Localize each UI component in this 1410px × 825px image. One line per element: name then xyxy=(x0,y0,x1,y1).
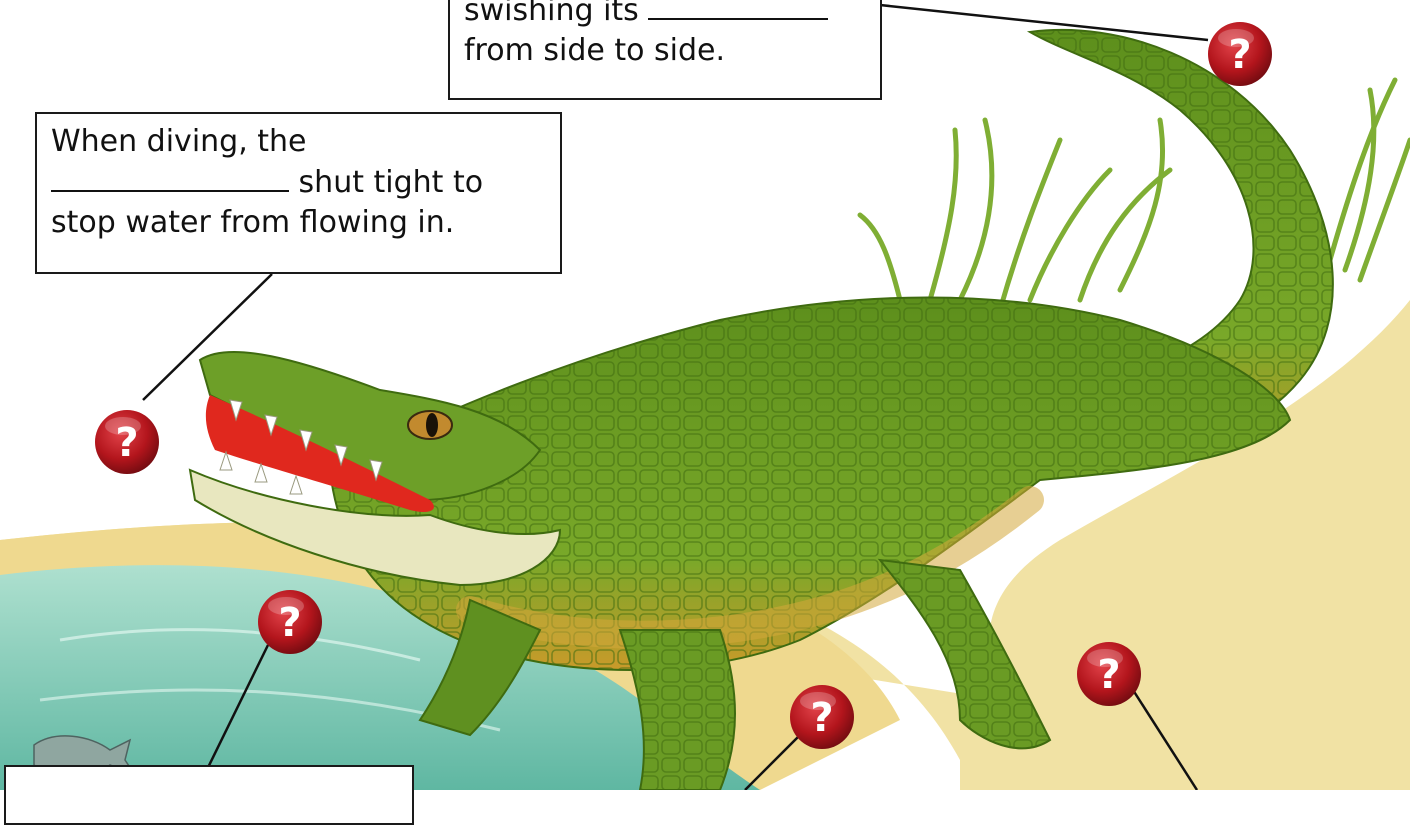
question-marker-tail[interactable]: ? xyxy=(1206,20,1274,88)
nostrils-label-text-3: stop water from flowing in. xyxy=(51,203,546,243)
question-glyph: ? xyxy=(1097,652,1120,698)
nostrils-answer-blank[interactable] xyxy=(51,162,289,192)
tail-answer-blank[interactable] xyxy=(648,0,828,20)
question-marker-nostrils[interactable]: ? xyxy=(93,408,161,476)
question-marker-water[interactable]: ? xyxy=(256,588,324,656)
question-glyph: ? xyxy=(810,695,833,741)
question-glyph: ? xyxy=(278,600,301,646)
nostrils-label-text-1: When diving, the xyxy=(51,122,546,162)
nostrils-label-box: When diving, the shut tight to stop wate… xyxy=(35,112,562,274)
tail-label-text-1: swishing its xyxy=(464,0,639,28)
question-marker-foot[interactable]: ? xyxy=(788,683,856,751)
tail-label-text-2: from side to side. xyxy=(464,31,866,71)
tail-label-box: swishing its from side to side. xyxy=(448,0,882,100)
question-glyph: ? xyxy=(1228,32,1251,78)
bottom-label-box xyxy=(4,765,414,825)
question-marker-sand[interactable]: ? xyxy=(1075,640,1143,708)
question-glyph: ? xyxy=(115,420,138,466)
nostrils-label-text-2: shut tight to xyxy=(299,165,484,200)
